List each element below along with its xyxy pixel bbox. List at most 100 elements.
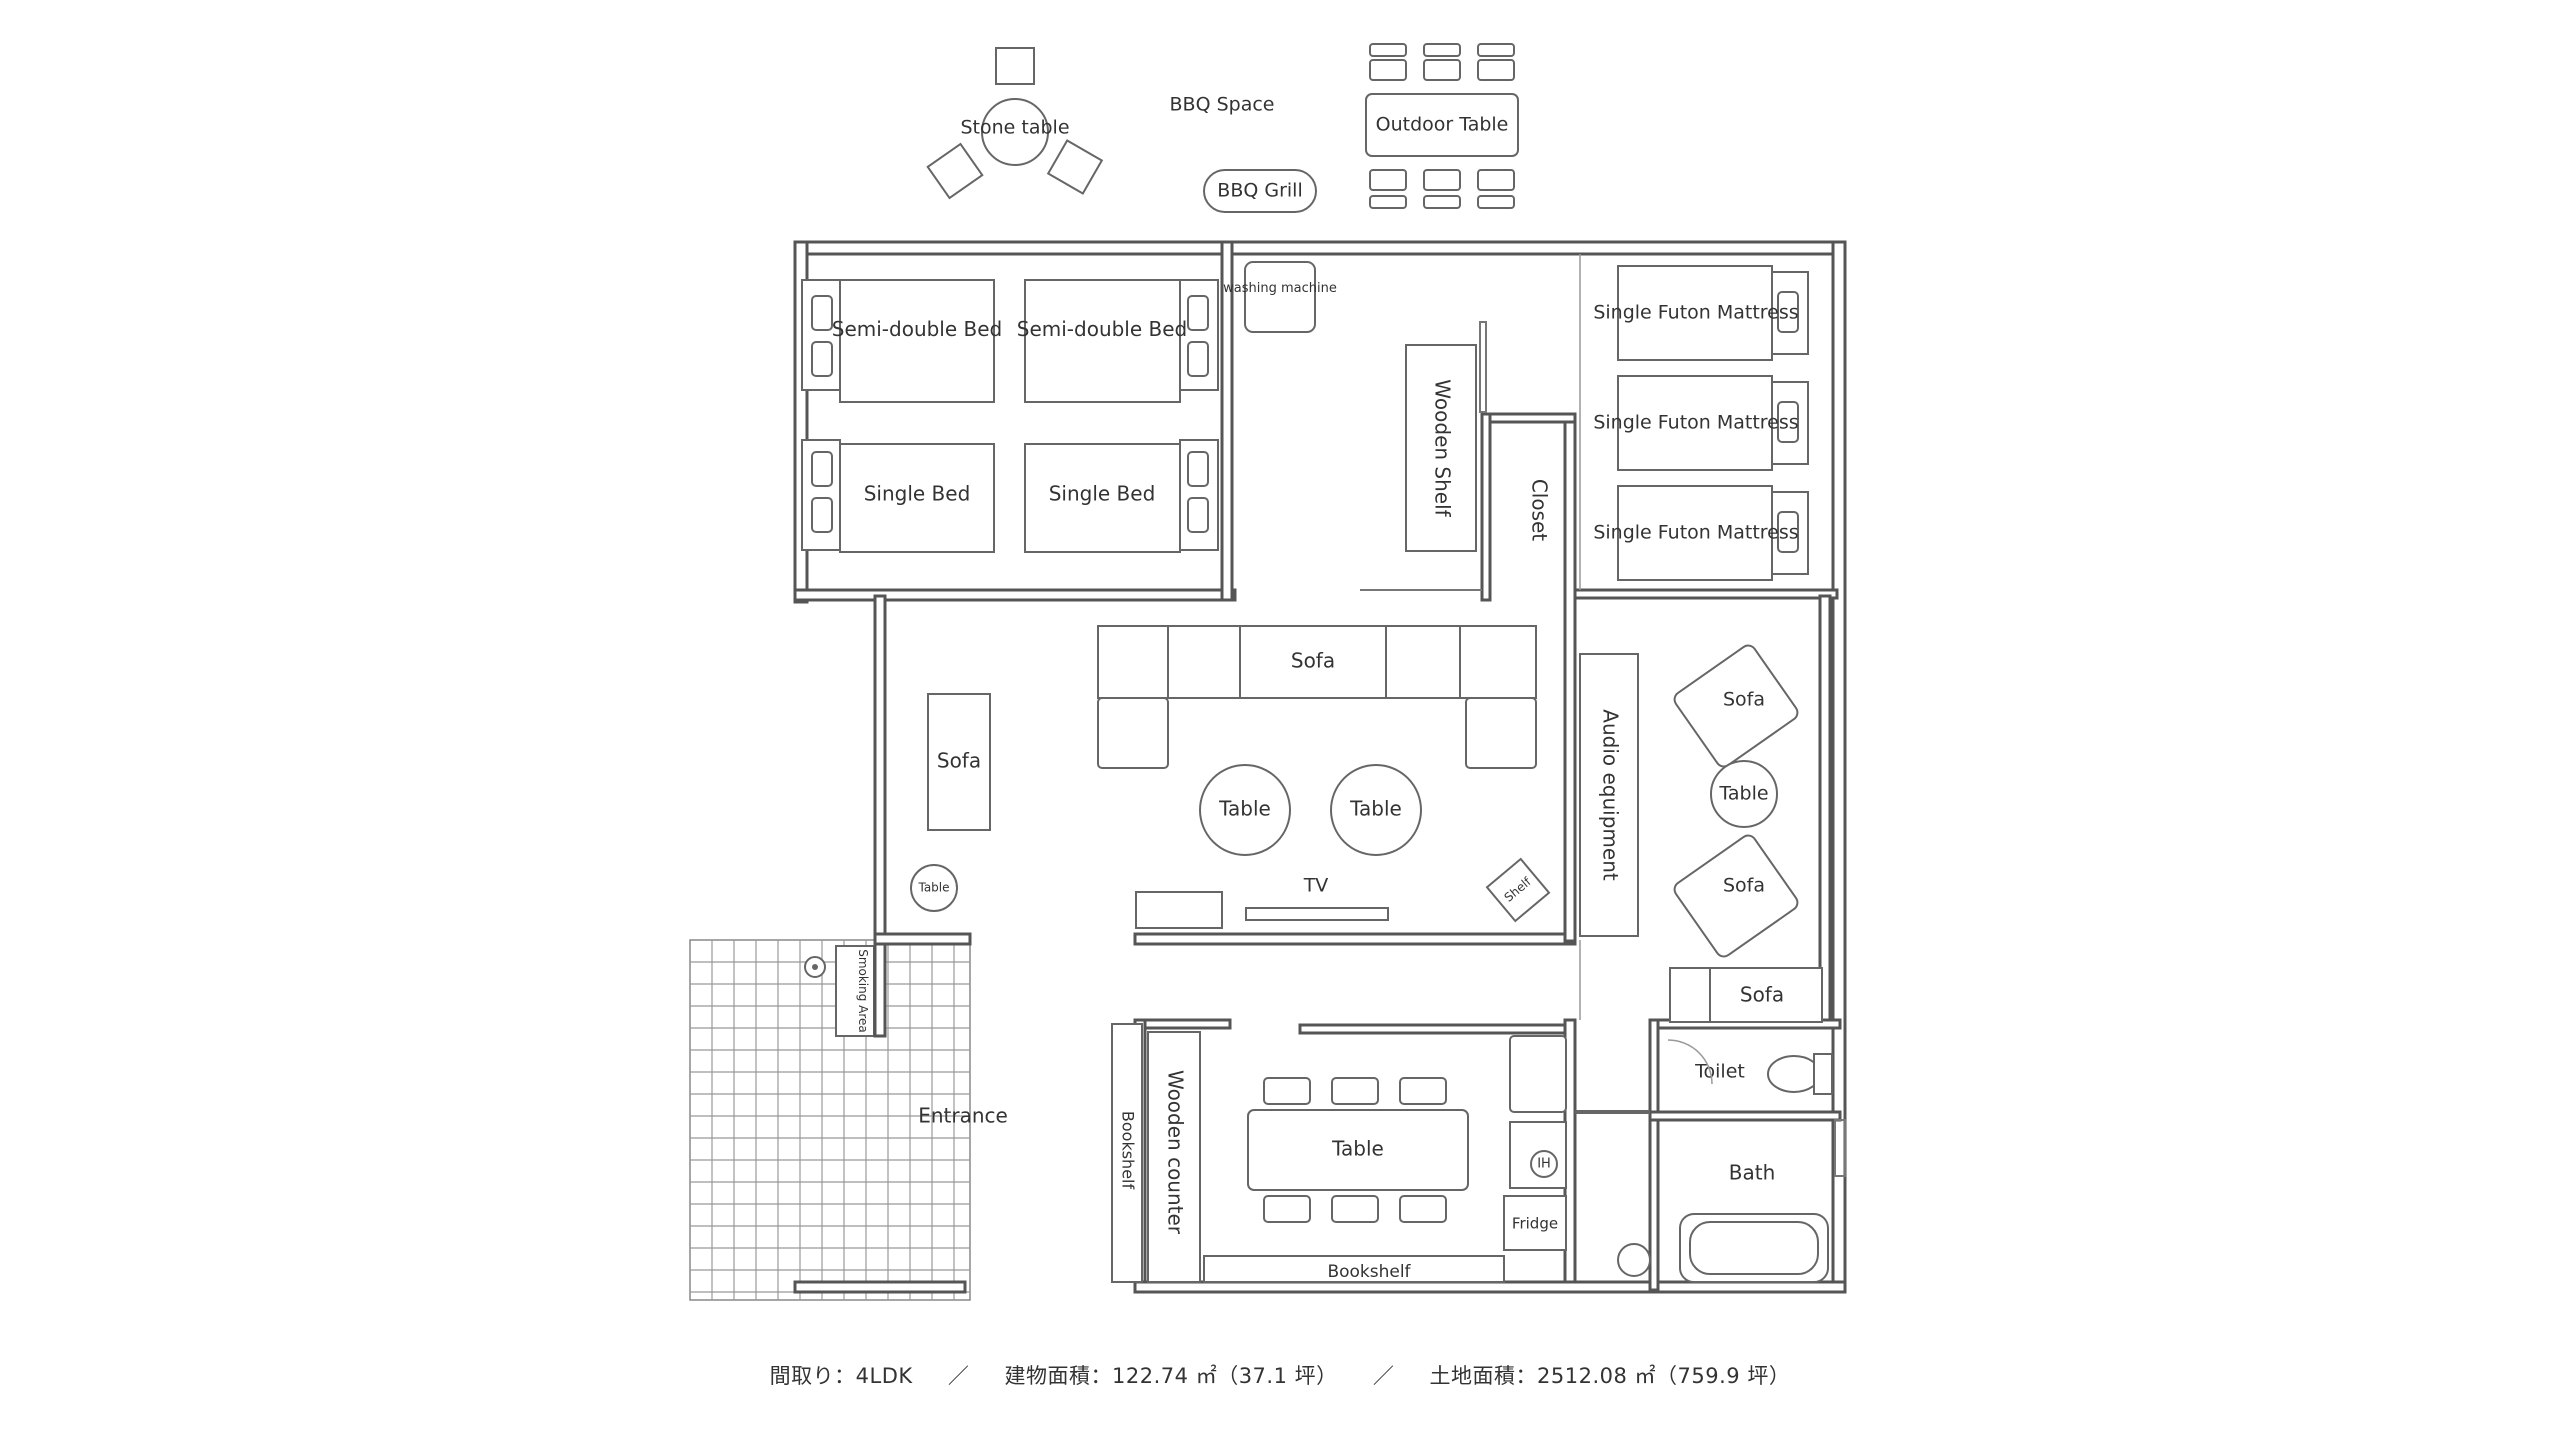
- semi-double-bed: [1024, 279, 1181, 403]
- sofa-arm: [1465, 697, 1537, 769]
- ih-cooktop: [1530, 1150, 1558, 1178]
- outdoor-table: [1365, 93, 1519, 157]
- floor-plan: Stone table BBQ Space Outdoor Table BBQ …: [689, 43, 1847, 1301]
- sofa-label: Sofa: [1291, 649, 1335, 673]
- ih-label: IH: [1537, 1157, 1551, 1172]
- single-bed: [1024, 443, 1181, 553]
- table-label: Table: [917, 881, 949, 895]
- semi-double-bed: [839, 279, 995, 403]
- smoking-area: [835, 945, 875, 1037]
- bath-label: Bath: [1729, 1161, 1776, 1185]
- audio-equipment: [1579, 653, 1639, 937]
- table-label: Table: [1349, 797, 1402, 821]
- outdoor-area: Stone table BBQ Space Outdoor Table BBQ …: [926, 43, 1519, 213]
- outdoor-chair: [1369, 43, 1407, 57]
- sofa-label: Sofa: [1723, 875, 1765, 897]
- building-area-info: 建物面積：122.74 ㎡（37.1 坪）: [1004, 1364, 1338, 1388]
- single-bed-label: Single Bed: [1049, 482, 1156, 506]
- corner-shelf: [1485, 857, 1551, 923]
- pillow: [811, 341, 833, 377]
- stone-table-label: Stone table: [960, 117, 1069, 139]
- bedroom-beds: Semi-double Bed Semi-double Bed Single B…: [801, 279, 1219, 553]
- dining-chair: [1331, 1077, 1379, 1105]
- entrance-label: Entrance: [918, 1104, 1008, 1128]
- dining-chair: [1263, 1077, 1311, 1105]
- outdoor-chair: [1423, 59, 1461, 81]
- fridge: [1503, 1195, 1567, 1251]
- washing-machine-label: washing machine: [1223, 281, 1337, 296]
- land-area-info: 土地面積：2512.08 ㎡（759.9 坪）: [1429, 1364, 1791, 1388]
- wooden-counter: [1147, 1031, 1201, 1283]
- dining-chair: [1399, 1077, 1447, 1105]
- sofa-arm: [1097, 697, 1169, 769]
- single-futon-label: Single Futon Mattress: [1593, 302, 1798, 324]
- pillow: [1187, 451, 1209, 487]
- round-table: [1330, 764, 1422, 856]
- dining-chair: [1263, 1195, 1311, 1223]
- table-label: Table: [1331, 1137, 1384, 1161]
- pillow: [811, 451, 833, 487]
- tv-label: TV: [1303, 875, 1329, 897]
- caption-separator: ／: [1372, 1364, 1395, 1388]
- bookshelf-bottom: [1203, 1255, 1505, 1283]
- dining-chair: [1331, 1195, 1379, 1223]
- audio-room: Audio equipment Sofa Table Sofa Sofa: [1579, 644, 1823, 1023]
- toilet-label: Toilet: [1694, 1061, 1745, 1083]
- sofa-label: Sofa: [1723, 689, 1765, 711]
- plan-caption: 間取り：4LDK ／ 建物面積：122.74 ㎡（37.1 坪） ／ 土地面積：…: [0, 1360, 2560, 1390]
- sofa-label: Sofa: [1740, 983, 1784, 1007]
- pillow: [1187, 295, 1209, 331]
- washing-machine: [1244, 261, 1316, 333]
- bbq-grill: [1203, 169, 1317, 213]
- single-futon-label: Single Futon Mattress: [1593, 412, 1798, 434]
- semi-double-bed-label: Semi-double Bed: [832, 317, 1003, 341]
- semi-double-bed-label: Semi-double Bed: [1017, 317, 1188, 341]
- closet-label: Closet: [1528, 479, 1552, 541]
- fridge-label: Fridge: [1512, 1215, 1558, 1233]
- wooden-counter-label: Wooden counter: [1164, 1070, 1188, 1235]
- outdoor-chair: [1477, 195, 1515, 209]
- toilet-door-swing: [1667, 1039, 1713, 1085]
- svg-text:Semi-double Bed: Semi-double Bed: [1017, 317, 1188, 341]
- bedroom-futons: Single Futon Mattress Single Futon Mattr…: [1593, 265, 1809, 581]
- layout-info: 間取り：4LDK: [769, 1364, 913, 1388]
- round-table: [1199, 764, 1291, 856]
- pillow: [1777, 291, 1799, 333]
- toilet-bowl: [1767, 1055, 1821, 1093]
- kitchen-dining: Bookshelf Wooden counter Table Bookshelf…: [1111, 1023, 1567, 1283]
- toilet-tank: [1813, 1053, 1833, 1095]
- pillow: [811, 295, 833, 331]
- side-sofa: [927, 693, 991, 831]
- pillow: [811, 497, 833, 533]
- outdoor-table-label: Outdoor Table: [1376, 114, 1509, 136]
- outdoor-chair: [1423, 43, 1461, 57]
- pillow: [1777, 511, 1799, 553]
- wooden-shelf-label: Wooden Shelf: [1431, 379, 1455, 517]
- audio-equipment-label: Audio equipment: [1599, 709, 1623, 881]
- wooden-shelf: [1405, 344, 1477, 552]
- small-table: [910, 864, 958, 912]
- living-room: Sofa Table Table TV Shelf Sofa Table: [910, 625, 1551, 929]
- bathtub-inner: [1689, 1221, 1819, 1275]
- bbq-space-label: BBQ Space: [1170, 94, 1275, 116]
- tv-cabinet: [1135, 891, 1223, 929]
- outdoor-chair: [1477, 169, 1515, 191]
- lower-sofa: [1669, 967, 1823, 1023]
- stone-chair: [926, 142, 984, 200]
- laundry-area: washing machine Wooden Shelf Closet: [1223, 261, 1552, 552]
- bookshelf-label: Bookshelf: [1327, 1262, 1411, 1282]
- armchair: [1673, 644, 1799, 768]
- entrance-tiles: Entrance Smoking Area: [689, 939, 1008, 1301]
- pillow: [1777, 401, 1799, 443]
- stone-chair: [1046, 139, 1104, 195]
- outdoor-chair: [1369, 59, 1407, 81]
- outdoor-chair: [1477, 43, 1515, 57]
- living-sofa: [1097, 625, 1537, 699]
- outdoor-chair: [1369, 169, 1407, 191]
- dining-table: [1247, 1109, 1469, 1191]
- sofa-label: Sofa: [937, 749, 981, 773]
- single-futon: [1617, 485, 1773, 581]
- round-table: [1710, 760, 1778, 828]
- tv: [1245, 907, 1389, 921]
- dining-chair: [1399, 1195, 1447, 1223]
